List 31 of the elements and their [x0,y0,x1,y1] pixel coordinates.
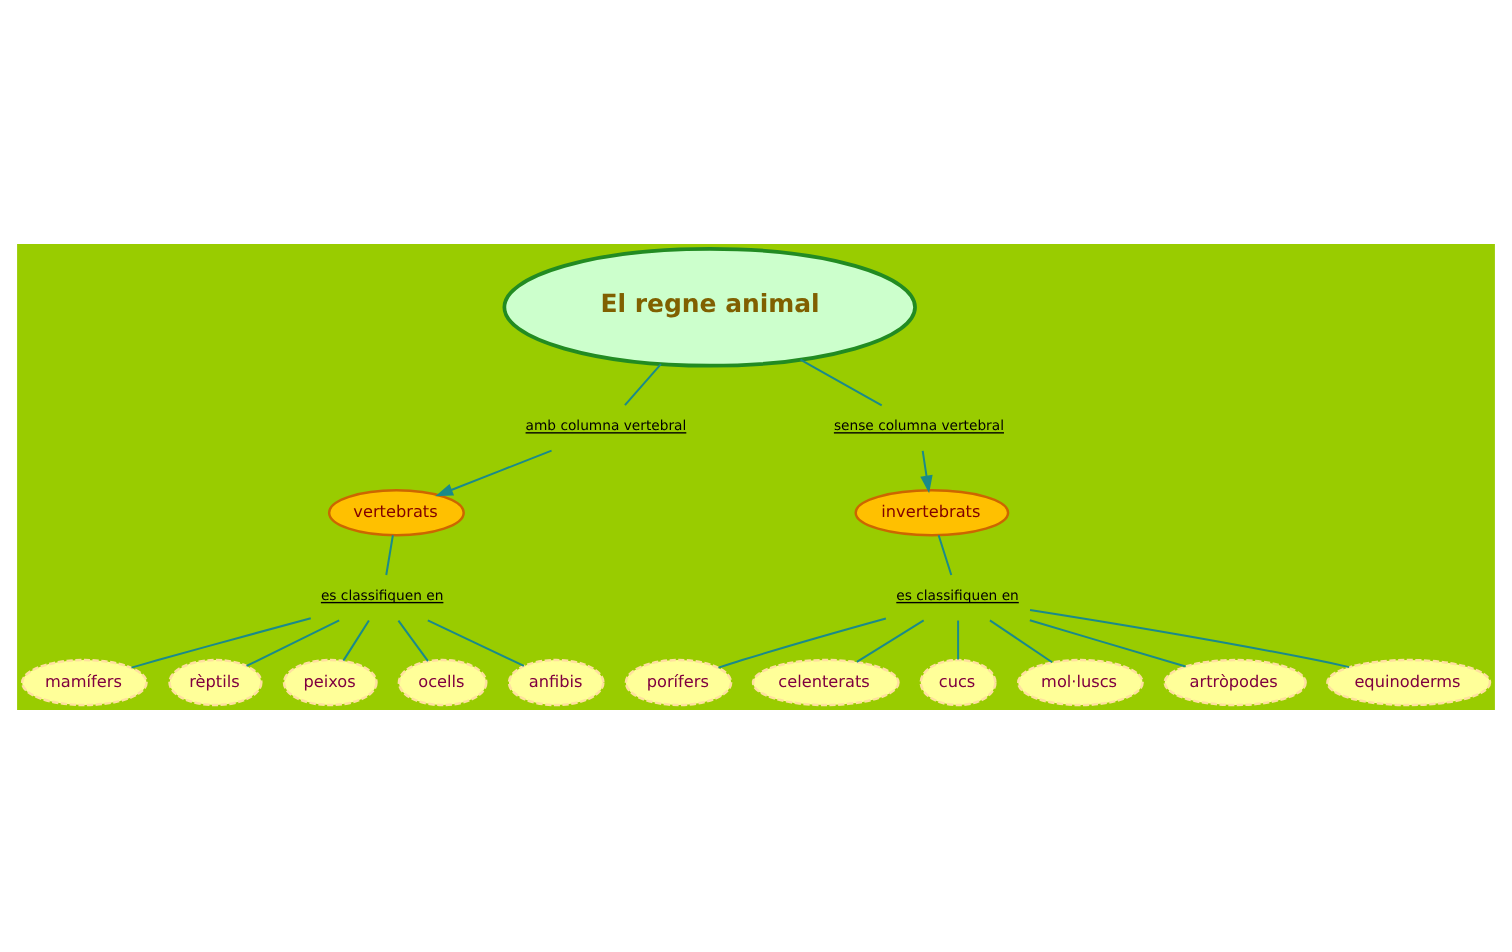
connector [799,357,883,406]
connector [1028,618,1187,667]
connector [245,618,341,666]
connector [397,618,429,662]
node-ellipse: porífers [624,657,733,706]
connector [988,618,1054,663]
connector [957,618,960,660]
connector [426,618,525,666]
connector [623,362,662,406]
node-ellipse: ocells [397,657,488,706]
node-ellipse: equinoderms [1326,657,1492,706]
connector [937,533,953,575]
node-ellipse: invertebrats [854,488,1010,536]
node-ellipse: celenterats [751,657,900,706]
connector [385,533,394,575]
node-ellipse: El regne animal [502,245,917,367]
node-ellipse: anfibis [507,657,605,706]
node-ellipse: cucs [919,657,997,706]
connector [342,618,370,661]
arrow [920,448,933,493]
node-ellipse: artròpodes [1163,657,1307,706]
node-ellipse: rèptils [168,657,263,706]
node-ellipse: mol·luscs [1017,657,1144,706]
connector [717,616,887,668]
node-ellipse: mamífers [20,657,148,706]
node-ellipse: peixos [282,657,378,706]
connector [130,616,312,668]
connector [1029,607,1351,668]
connector [855,618,925,662]
arrow [435,448,553,496]
node-ellipse: vertebrats [327,488,465,536]
